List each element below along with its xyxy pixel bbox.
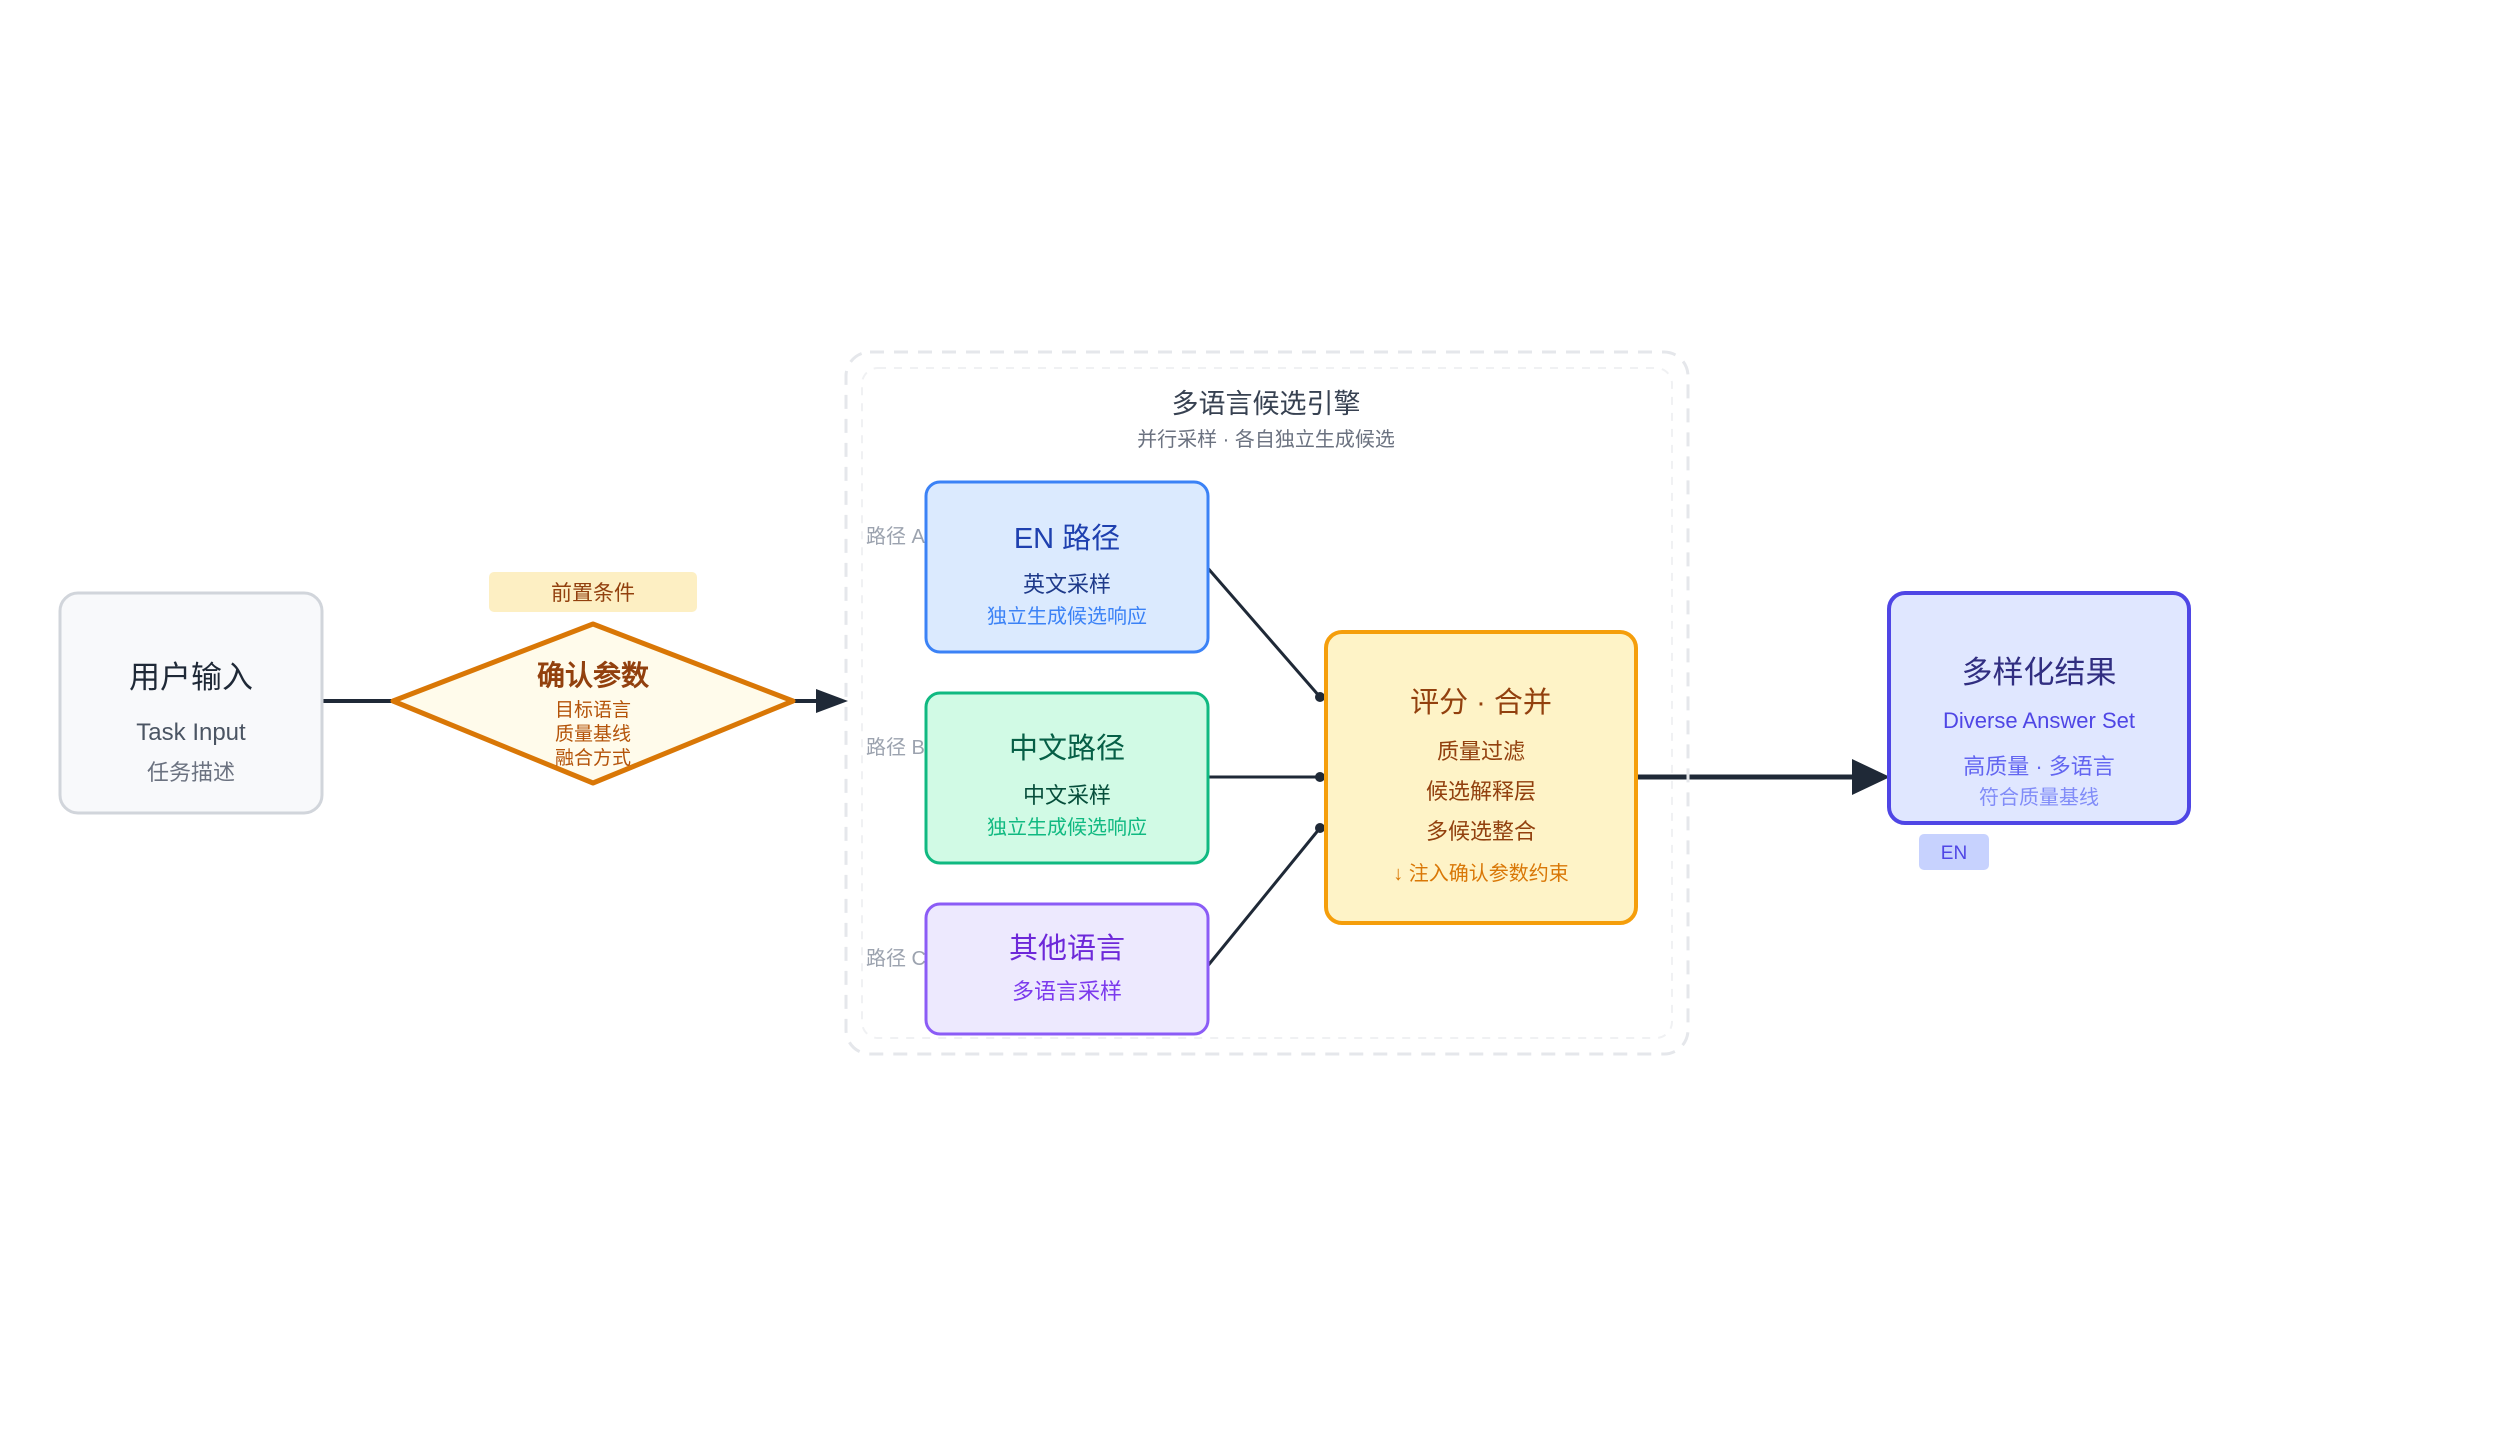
- connector-en-to-merge: [1204, 565, 1322, 698]
- engine-container: 多语言候选引擎 并行采样 · 各自独立生成候选: [844, 350, 1690, 1056]
- merge-joint-c: [1315, 823, 1325, 833]
- input-subtitle: Task Input: [136, 719, 246, 746]
- result-badge-label: EN: [1941, 843, 1967, 864]
- input-desc: 任务描述: [147, 760, 235, 785]
- precondition-line: 质量基线: [555, 723, 631, 745]
- path-line: 多语言采样: [1012, 979, 1122, 1004]
- input-node[interactable]: 用户输入 Task Input 任务描述: [58, 591, 324, 815]
- connector-other-to-merge: [1204, 827, 1322, 969]
- merge-line: 多候选整合: [1426, 819, 1536, 844]
- merge-joint-b: [1315, 772, 1325, 782]
- merge-title: 评分 · 合并: [1410, 686, 1552, 719]
- result-line: 高质量 · 多语言: [1963, 754, 2115, 779]
- precondition-title: 确认参数: [537, 659, 650, 691]
- path-line: 英文采样: [1023, 572, 1111, 597]
- path-title: 中文路径: [1009, 732, 1125, 765]
- engine-title: 多语言候选引擎: [1172, 389, 1361, 419]
- result-subtitle: Diverse Answer Set: [1943, 708, 2135, 733]
- precondition-line: 目标语言: [555, 699, 631, 721]
- connectors: [323, 565, 1890, 969]
- path-line: 独立生成候选响应: [987, 605, 1147, 628]
- merge-note: ↓ 注入确认参数约束: [1393, 862, 1569, 885]
- result-badge: [1919, 834, 1989, 870]
- path-line: 中文采样: [1023, 783, 1111, 808]
- path-other-node[interactable]: 路径 C 其他语言 多语言采样: [866, 902, 1210, 1036]
- merge-line: 候选解释层: [1426, 779, 1536, 804]
- path-title: EN 路径: [1014, 522, 1120, 555]
- path-zh-node[interactable]: 路径 B 中文路径 中文采样 独立生成候选响应: [866, 691, 1210, 865]
- merge-joint-a: [1315, 692, 1325, 702]
- engine-subtitle: 并行采样 · 各自独立生成候选: [1137, 428, 1395, 451]
- path-tag: 路径 A: [866, 525, 926, 548]
- merge-node[interactable]: 评分 · 合并 质量过滤 候选解释层 多候选整合 ↓ 注入确认参数约束: [1324, 630, 1638, 925]
- result-line: 符合质量基线: [1979, 786, 2099, 809]
- input-title: 用户输入: [129, 660, 253, 695]
- path-tag: 路径 C: [866, 947, 926, 970]
- result-node[interactable]: 多样化结果 Diverse Answer Set 高质量 · 多语言 符合质量基…: [1887, 591, 2191, 870]
- precondition-node[interactable]: 前置条件 确认参数 目标语言 质量基线 融合方式: [390, 572, 796, 786]
- path-title: 其他语言: [1009, 932, 1125, 965]
- path-line: 独立生成候选响应: [987, 816, 1147, 839]
- merge-line: 质量过滤: [1437, 739, 1525, 764]
- precondition-line: 融合方式: [555, 747, 631, 769]
- path-tag: 路径 B: [866, 736, 925, 759]
- result-title: 多样化结果: [1962, 655, 2117, 690]
- precondition-tag: [489, 572, 697, 612]
- arrowhead-merge-to-result: [1852, 759, 1890, 795]
- arrowhead-params-to-engine: [816, 689, 848, 713]
- path-en-node[interactable]: 路径 A EN 路径 英文采样 独立生成候选响应: [866, 480, 1210, 654]
- precondition-tag-label: 前置条件: [551, 582, 635, 605]
